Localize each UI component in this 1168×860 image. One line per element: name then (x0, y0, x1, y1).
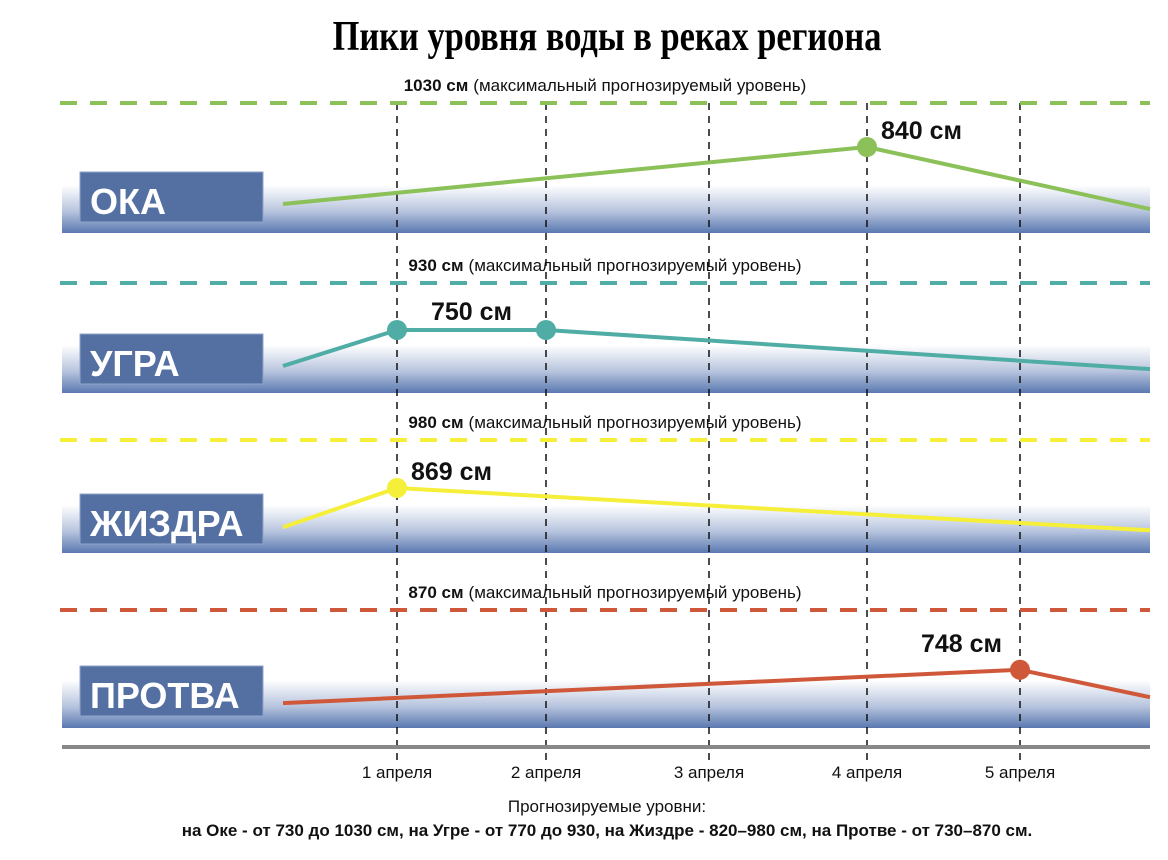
river-label-box (79, 171, 264, 223)
max-level-annotation: 1030 см(максимальный прогнозируемый уров… (404, 76, 807, 95)
max-level-value: 870 см (408, 583, 463, 602)
x-tick-label: 1 апреля (362, 763, 432, 782)
peak-label: 869 см (411, 458, 492, 486)
series-line (282, 327, 1151, 372)
peak-marker (536, 319, 556, 340)
max-level-value: 1030 см (404, 76, 469, 95)
peak-marker (857, 137, 877, 158)
peak-marker (1010, 659, 1030, 680)
river-label: ЖИЗДРА (89, 503, 243, 544)
chart-title: Пики уровня воды в реках региона (333, 14, 882, 60)
max-level-annotation: 870 см (максимальный прогнозируемый урове… (408, 583, 801, 602)
x-tick-label: 4 апреля (832, 763, 902, 782)
x-tick-label: 5 апреля (985, 763, 1055, 782)
river-label: УГРА (90, 343, 180, 384)
max-level-note: (максимальный прогнозируемый уровень) (469, 256, 802, 275)
max-level-value: 930 см (408, 256, 463, 275)
max-level-note: (максимальный прогнозируемый уровень) (469, 413, 802, 432)
river-label-box (79, 665, 264, 717)
river-label: ПРОТВА (90, 675, 240, 716)
max-level-value: 980 см (408, 413, 463, 432)
max-level-note: (максимальный прогнозируемый уровень) (469, 583, 802, 602)
peak-label: 748 см (921, 630, 1002, 658)
peak-label: 840 см (881, 117, 962, 145)
x-tick-label: 3 апреля (674, 763, 744, 782)
max-level-annotation: 930 см (максимальный прогнозируемый урове… (408, 256, 801, 275)
x-tick-label: 2 апреля (511, 763, 581, 782)
footer-text: на Оке - от 730 до 1030 см, на Угре - от… (182, 821, 1033, 840)
peak-label: 750 см (431, 298, 512, 326)
river-label: ОКА (90, 181, 166, 222)
max-level-note: (максимальный прогнозируемый уровень) (473, 76, 806, 95)
peak-marker (387, 477, 407, 498)
river-label-box (79, 333, 264, 385)
river-label-box (79, 493, 264, 545)
footer-title: Прогнозируемые уровни: (508, 797, 706, 816)
max-level-annotation: 980 см (максимальный прогнозируемый урове… (408, 413, 801, 432)
peak-marker (387, 319, 407, 340)
